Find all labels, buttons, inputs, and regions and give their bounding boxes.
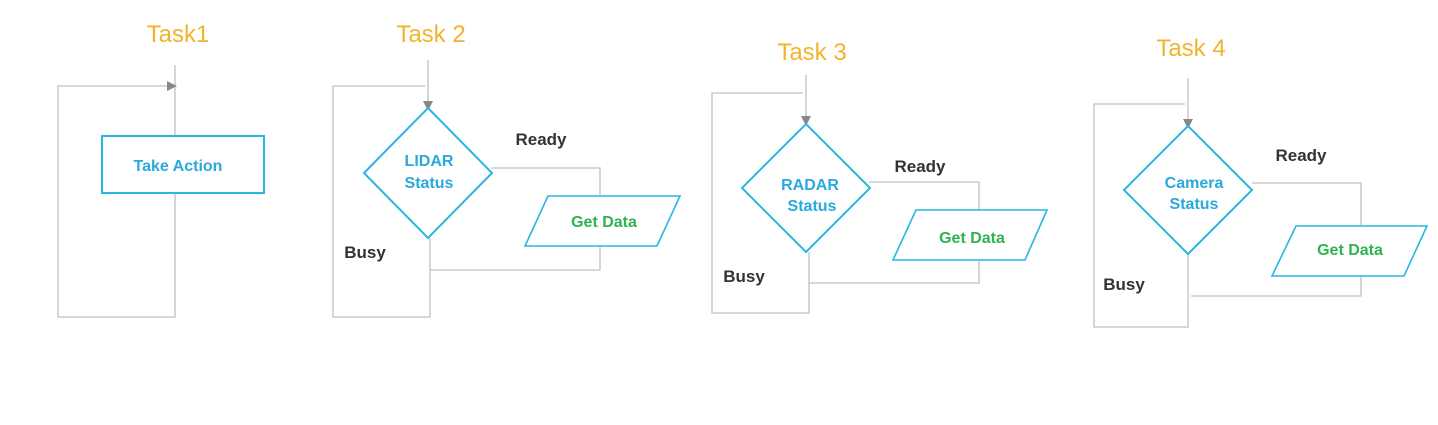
task4-title: Task 4	[1156, 35, 1225, 62]
task1-title: Task1	[147, 21, 210, 48]
task1-flowchart: Task1 Take Action	[57, 21, 265, 318]
task4-data-return-connector	[1191, 275, 1362, 297]
task3-busy-loop-connector	[711, 92, 810, 314]
task3-get-data-io	[891, 209, 1049, 261]
task3-status-decision	[740, 122, 872, 254]
task4-busy-label: Busy	[1103, 275, 1145, 294]
task2-get-data-label: Get Data	[571, 214, 637, 231]
task1-action-box	[101, 135, 265, 194]
task4-ready-connector	[1252, 182, 1362, 225]
task2-flowchart: Task 2 LIDAR Status Get Data Ready Busy	[332, 21, 682, 318]
task4-flowchart: Task 4 Camera Status Get Data Ready Busy	[1093, 35, 1429, 328]
task2-title: Task 2	[396, 21, 465, 48]
task2-busy-loop-connector	[332, 85, 431, 318]
task4-status-line2: Status	[1170, 196, 1219, 213]
task3-get-data-label: Get Data	[939, 230, 1005, 247]
task4-status-decision	[1122, 124, 1254, 256]
task3-status-line2: Status	[788, 198, 837, 215]
task1-loop-connector	[57, 65, 177, 318]
task3-ready-connector	[869, 181, 980, 210]
task4-status-line1: Camera	[1165, 175, 1224, 192]
task2-ready-label: Ready	[515, 130, 567, 149]
task2-status-line2: Status	[405, 175, 454, 192]
task3-data-return-connector	[809, 261, 980, 284]
task1-action-label: Take Action	[134, 158, 223, 175]
task3-flowchart: Task 3 RADAR Status Get Data Ready Busy	[711, 39, 1049, 314]
task3-status-line1: RADAR	[781, 177, 839, 194]
task4-ready-label: Ready	[1275, 146, 1327, 165]
task2-data-return-connector	[430, 247, 601, 271]
task2-busy-label: Busy	[344, 243, 386, 262]
task2-get-data-io	[523, 195, 682, 247]
task2-ready-connector	[491, 167, 601, 195]
task4-busy-loop-connector	[1093, 103, 1189, 328]
task4-get-data-io	[1270, 225, 1429, 277]
task3-title: Task 3	[777, 39, 846, 66]
task3-ready-label: Ready	[894, 157, 946, 176]
task3-busy-label: Busy	[723, 267, 765, 286]
task4-get-data-label: Get Data	[1317, 242, 1383, 259]
task2-status-line1: LIDAR	[405, 153, 454, 170]
task2-status-decision	[362, 106, 494, 240]
